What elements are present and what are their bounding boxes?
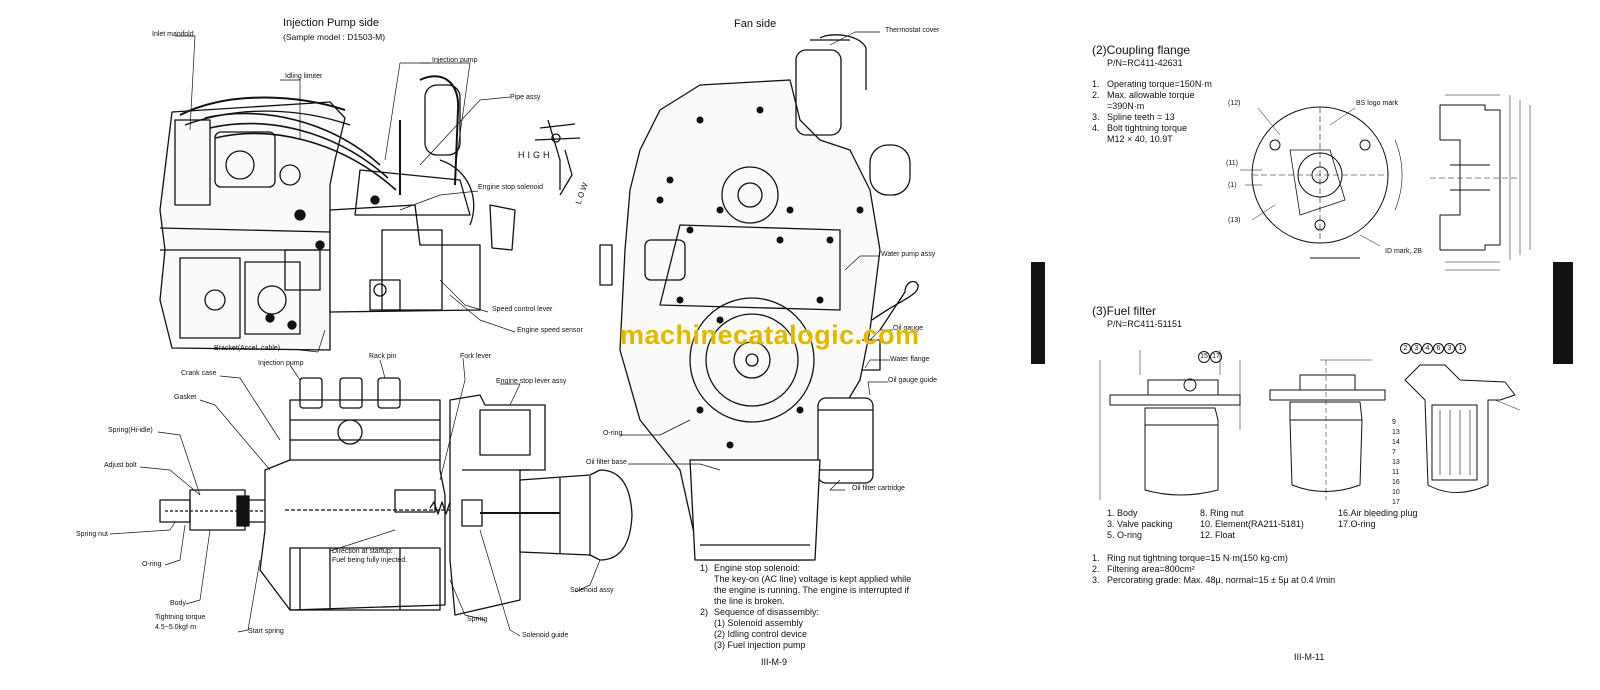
label-injection-pump-top: Injection pump <box>432 57 478 64</box>
label-water-pump-assy: Water pump assy <box>881 251 936 258</box>
label-torque-value: 4.5~5.0kgf·m <box>155 624 197 631</box>
pump-side-engine-drawing <box>159 75 581 351</box>
label-body: Body <box>170 600 186 607</box>
note-line: the engine is running. The engine is int… <box>714 585 909 595</box>
label-adjust-bolt: Adjust bolt <box>104 462 137 469</box>
parts-col-1: 1. Body 3. Valve packing 5. O-ring <box>1107 508 1173 540</box>
label-tightning-torque: Tightning torque <box>155 614 206 621</box>
fuel-filter-pn: P/N=RC411-51151 <box>1107 319 1182 329</box>
note-line: The key-on (AC line) voltage is kept app… <box>714 574 912 584</box>
label-o-ring-detail: O-ring <box>142 561 162 568</box>
label-solenoid-guide: Solenoid guide <box>522 632 569 639</box>
label-direction-note-1: Direction at startup: <box>332 548 393 555</box>
note-line: (1) Solenoid assembly <box>714 618 804 628</box>
pump-side-title: Injection Pump side <box>283 17 379 29</box>
label-oil-gauge-guide: Oil gauge guide <box>888 377 938 384</box>
label-speed-control-lever: Speed control lever <box>492 306 553 313</box>
fan-side-title: Fan side <box>734 18 777 30</box>
callout-13: (13) <box>1228 217 1241 224</box>
label-gasket: Gasket <box>174 394 197 401</box>
label-injection-pump-detail: Injection pump <box>258 360 304 367</box>
fuel-filter-drawing <box>1099 350 1521 500</box>
label-bracket: Bracket(Accel. cable) <box>214 345 281 352</box>
page-edge-tab-left <box>1031 262 1045 364</box>
fuel-filter-heading: (3)Fuel filter <box>1092 304 1157 318</box>
fan-side-engine-drawing <box>599 34 919 561</box>
callout-1: (1) <box>1228 182 1237 189</box>
coupling-specs: 1.Operating torque=150N·m 2.Max. allowab… <box>1092 79 1212 145</box>
fuel-filter-balloons-side: 9 13 14 7 13 11 16 10 17 <box>1392 419 1400 506</box>
label-fork-lever: Fork lever <box>460 353 492 360</box>
notes-block: 1)Engine stop solenoid: The key-on (AC l… <box>700 563 911 651</box>
label-pipe-assy: Pipe assy <box>510 94 541 101</box>
label-start-spring: Start spring <box>248 628 284 635</box>
leader-lines <box>109 31 893 637</box>
callout-11: (11) <box>1226 160 1238 167</box>
fuel-spec-line: 3.Percorating grade: Max. 48μ, normal=15… <box>1092 575 1336 585</box>
callout-bs-logo: BS logo mark <box>1356 100 1399 107</box>
label-oil-gauge: Oil gauge <box>893 325 923 332</box>
label-thermostat-cover: Thermostat cover <box>885 27 940 34</box>
label-oil-filter-base: Oil filter base <box>586 459 627 466</box>
coupling-spec-line: 1.Operating torque=150N·m <box>1092 79 1212 89</box>
coupling-heading: (2)Coupling flange <box>1092 43 1191 57</box>
note-line: (2) Idling control device <box>714 629 808 639</box>
label-engine-speed-sensor: Engine speed sensor <box>517 327 583 334</box>
note-line: the line is broken. <box>714 596 785 606</box>
coupling-spec-line: =390N·m <box>1107 101 1145 111</box>
label-engine-stop-lever-assy: Engine stop lever assy <box>496 378 567 385</box>
watermark: machinecatalogic.com <box>620 320 920 350</box>
label-idling-limiter: Idling limiter <box>285 73 323 80</box>
parts-col-3: 16.Air bleeding plug 17.O-ring <box>1338 508 1418 529</box>
label-solenoid-assy: Solenoid assy <box>570 587 614 594</box>
coupling-spec-line: 4.Bolt tightning torque <box>1092 123 1188 133</box>
label-direction-note-2: Fuel being fully injected. <box>332 557 408 564</box>
page-edge-tab-right <box>1553 262 1573 364</box>
page-number-right: III-M-11 <box>1294 652 1325 662</box>
fuel-spec-line: 2.Filtering area=800cm² <box>1092 564 1195 574</box>
note-line: 2)Sequence of disassembly: <box>700 607 820 617</box>
fuel-filter-specs: 1.Ring nut tightning torque=15 N·m(150 k… <box>1092 553 1335 586</box>
label-engine-stop-solenoid: Engine stop solenoid <box>478 184 543 191</box>
label-spring-hi-idle: Spring(Hi-idle) <box>108 427 153 434</box>
page-number-left: III-M-9 <box>761 657 787 667</box>
label-o-ring-fan: O-ring <box>603 430 623 437</box>
injection-pump-detail-drawing <box>159 377 633 616</box>
coupling-spec-line: 2.Max. allowable torque <box>1092 90 1195 100</box>
callout-12: (12) <box>1228 100 1241 107</box>
note-line: 1)Engine stop solenoid: <box>700 563 801 573</box>
label-spring: Spring <box>467 616 488 623</box>
coupling-pn: P/N=RC411-42631 <box>1107 58 1183 68</box>
note-line: (3) Fuel injection pump <box>714 640 806 650</box>
label-high: HIGH <box>518 150 553 160</box>
pump-side-subtitle: (Sample model : D1503-M) <box>283 32 386 42</box>
label-inlet-manifold: Inlet manifold <box>152 31 194 38</box>
coupling-spec-line: M12 × 40, 10.9T <box>1107 134 1173 144</box>
label-oil-filter-cartridge: Oil filter cartridge <box>852 485 905 492</box>
coupling-spec-line: 3.Spline teeth = 13 <box>1092 112 1175 122</box>
callout-id-mark: ID mark, 2B <box>1385 248 1422 255</box>
fuel-spec-line: 1.Ring nut tightning torque=15 N·m(150 k… <box>1092 553 1288 563</box>
label-water-flange: Water flange <box>890 356 930 363</box>
label-rack-pin: Rack pin <box>369 353 397 360</box>
label-spring-nut: Spring nut <box>76 531 108 538</box>
parts-col-2: 8. Ring nut 10. Element(RA211-5181) 12. … <box>1200 508 1304 540</box>
label-crank-case: Crank case <box>181 370 217 377</box>
coupling-flange-drawing <box>1240 94 1531 271</box>
